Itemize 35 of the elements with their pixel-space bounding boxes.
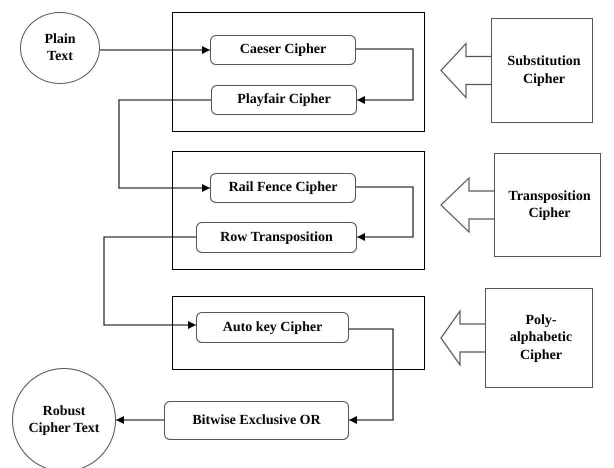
terminal-circle [12,368,116,468]
node-label: Bitwise Exclusive OR [192,412,321,430]
group-box [172,296,425,370]
node-label: Caeser Cipher [240,41,326,59]
process-box [164,401,349,440]
category-box [491,18,593,123]
category-box [485,288,593,388]
arrow [349,328,394,424]
node-label: Rail Fence Cipher [228,179,338,197]
block-arrow [440,42,492,100]
process-box [211,85,357,115]
node-label: Poly-alphabetic Cipher [508,312,574,364]
node-label: Row Transposition [220,228,333,246]
process-box [210,173,356,203]
arrow [103,236,196,329]
node-label: Substitution Cipher [506,53,582,88]
node-label: Playfair Cipher [237,91,331,109]
arrow [118,99,211,192]
terminal-circle [20,12,100,84]
node-label: Plain Text [43,30,77,66]
node-label: Robust Cipher Text [28,402,100,438]
group-box [172,12,425,132]
arrow [116,416,164,424]
process-box [196,222,357,253]
process-box [196,312,349,343]
category-box [494,153,601,257]
block-arrow [440,309,486,367]
arrow [100,46,210,54]
process-box [210,35,356,65]
block-arrow [440,176,495,234]
group-box [172,151,425,270]
node-label: Auto key Cipher [222,318,322,336]
node-label: Transposition Cipher [507,188,592,222]
arrow [356,186,414,241]
arrow [356,48,414,104]
